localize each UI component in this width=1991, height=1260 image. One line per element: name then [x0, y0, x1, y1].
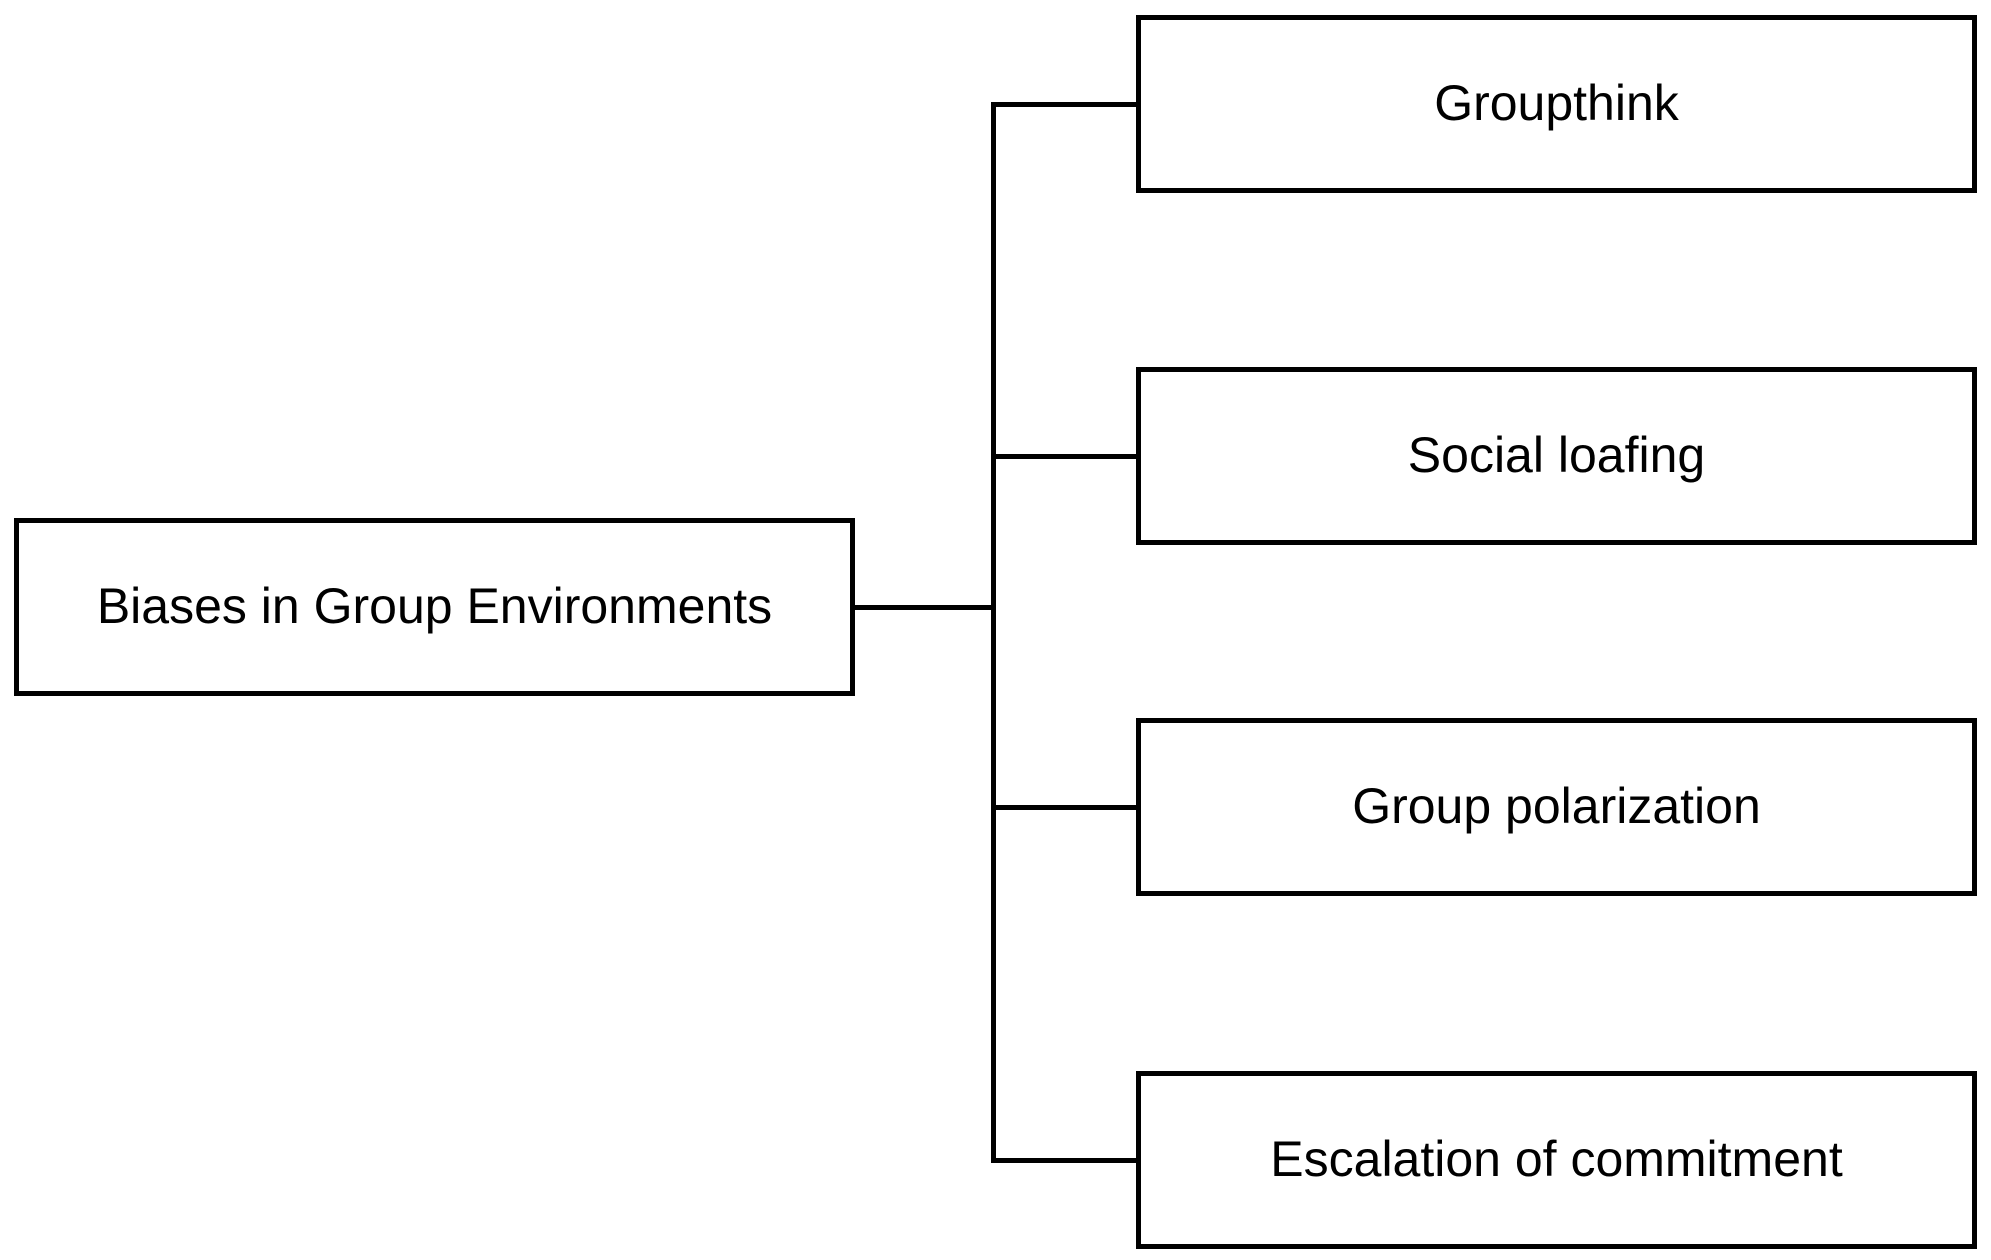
connector-branch-group-polarization [991, 805, 1138, 810]
connector-branch-groupthink [991, 102, 1138, 107]
node-groupthink: Groupthink [1136, 15, 1977, 193]
node-escalation-of-commitment: Escalation of commitment [1136, 1071, 1977, 1249]
node-label-social-loafing: Social loafing [1407, 427, 1706, 484]
connector-trunk [991, 102, 996, 1163]
node-label-root: Biases in Group Environments [96, 578, 773, 635]
node-label-group-polarization: Group polarization [1352, 778, 1761, 835]
connector-branch-escalation-of-commitment [991, 1158, 1138, 1163]
connector-branch-social-loafing [991, 454, 1138, 459]
node-group-polarization: Group polarization [1136, 718, 1977, 896]
node-label-escalation-of-commitment: Escalation of commitment [1270, 1131, 1843, 1188]
node-biases-in-group-environments: Biases in Group Environments [14, 518, 855, 696]
node-social-loafing: Social loafing [1136, 367, 1977, 545]
connector-root-to-trunk [853, 605, 996, 610]
node-label-groupthink: Groupthink [1434, 75, 1679, 132]
